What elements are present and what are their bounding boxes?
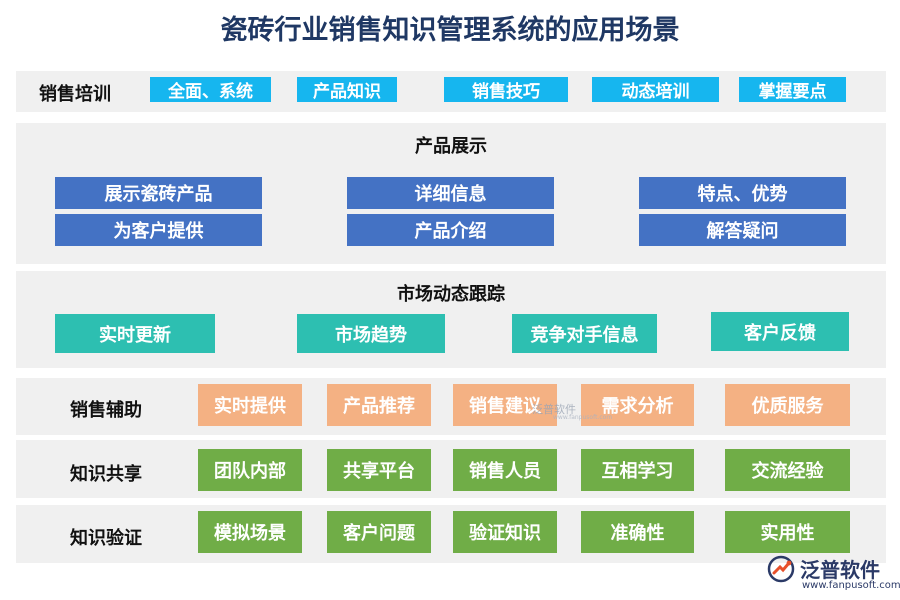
sales-assist-item: 销售建议	[453, 384, 557, 426]
knowledge-verification-item: 验证知识	[453, 511, 557, 553]
sales-assist-item: 实时提供	[198, 384, 302, 426]
watermark-logo: 泛普软件	[532, 403, 576, 416]
sales-training-item: 销售技巧	[444, 77, 568, 102]
fanpu-logo-icon	[767, 555, 795, 583]
knowledge-sharing-item: 团队内部	[198, 449, 302, 491]
sales-assist-item: 优质服务	[725, 384, 850, 426]
market-tracking-item: 客户反馈	[711, 312, 849, 351]
brand-logo: 泛普软件 www.fanpusoft.com	[766, 552, 900, 596]
knowledge-sharing-item: 共享平台	[327, 449, 431, 491]
sales-training-section: 销售培训 全面、系统 产品知识 销售技巧 动态培训 掌握要点	[16, 71, 886, 112]
market-tracking-item: 市场趋势	[297, 314, 445, 353]
sales-assist-label: 销售辅助	[70, 400, 142, 421]
product-display-title: 产品展示	[415, 136, 487, 157]
market-tracking-item: 实时更新	[55, 314, 215, 353]
knowledge-verification-item: 客户问题	[327, 511, 431, 553]
knowledge-verification-item: 实用性	[725, 511, 850, 553]
product-display-item: 特点、优势	[639, 177, 846, 209]
knowledge-sharing-item: 销售人员	[453, 449, 557, 491]
knowledge-sharing-item: 交流经验	[725, 449, 850, 491]
product-display-item: 产品介绍	[347, 214, 554, 246]
brand-name: 泛普软件	[800, 558, 880, 582]
product-display-section: 产品展示 展示瓷砖产品 详细信息 特点、优势 为客户提供 产品介绍 解答疑问	[16, 123, 886, 264]
sales-assist-item: 需求分析	[581, 384, 694, 426]
sales-training-item: 产品知识	[297, 77, 397, 102]
brand-url: www.fanpusoft.com	[802, 580, 900, 591]
market-tracking-title: 市场动态跟踪	[397, 284, 505, 305]
product-display-item: 展示瓷砖产品	[55, 177, 262, 209]
sales-training-item: 动态培训	[592, 77, 719, 102]
product-display-item: 详细信息	[347, 177, 554, 209]
sales-assist-section: 销售辅助 实时提供 产品推荐 销售建议 需求分析 优质服务	[16, 378, 886, 435]
product-display-item: 解答疑问	[639, 214, 846, 246]
knowledge-verification-item: 准确性	[581, 511, 694, 553]
knowledge-verification-label: 知识验证	[70, 528, 142, 549]
page-title: 瓷砖行业销售知识管理系统的应用场景	[220, 15, 680, 46]
knowledge-sharing-label: 知识共享	[70, 464, 142, 485]
market-tracking-item: 竞争对手信息	[512, 314, 657, 353]
knowledge-verification-item: 模拟场景	[198, 511, 302, 553]
watermark-url: www.fanpusoft.com	[553, 414, 613, 421]
knowledge-verification-section: 知识验证 模拟场景 客户问题 验证知识 准确性 实用性	[16, 505, 886, 563]
sales-assist-item: 产品推荐	[327, 384, 431, 426]
sales-training-label: 销售培训	[39, 84, 111, 105]
knowledge-sharing-section: 知识共享 团队内部 共享平台 销售人员 互相学习 交流经验	[16, 440, 886, 498]
knowledge-sharing-item: 互相学习	[581, 449, 694, 491]
product-display-item: 为客户提供	[55, 214, 262, 246]
sales-training-item: 掌握要点	[739, 77, 846, 102]
sales-training-item: 全面、系统	[150, 77, 271, 102]
market-tracking-section: 市场动态跟踪 实时更新 市场趋势 竞争对手信息 客户反馈	[16, 271, 886, 368]
